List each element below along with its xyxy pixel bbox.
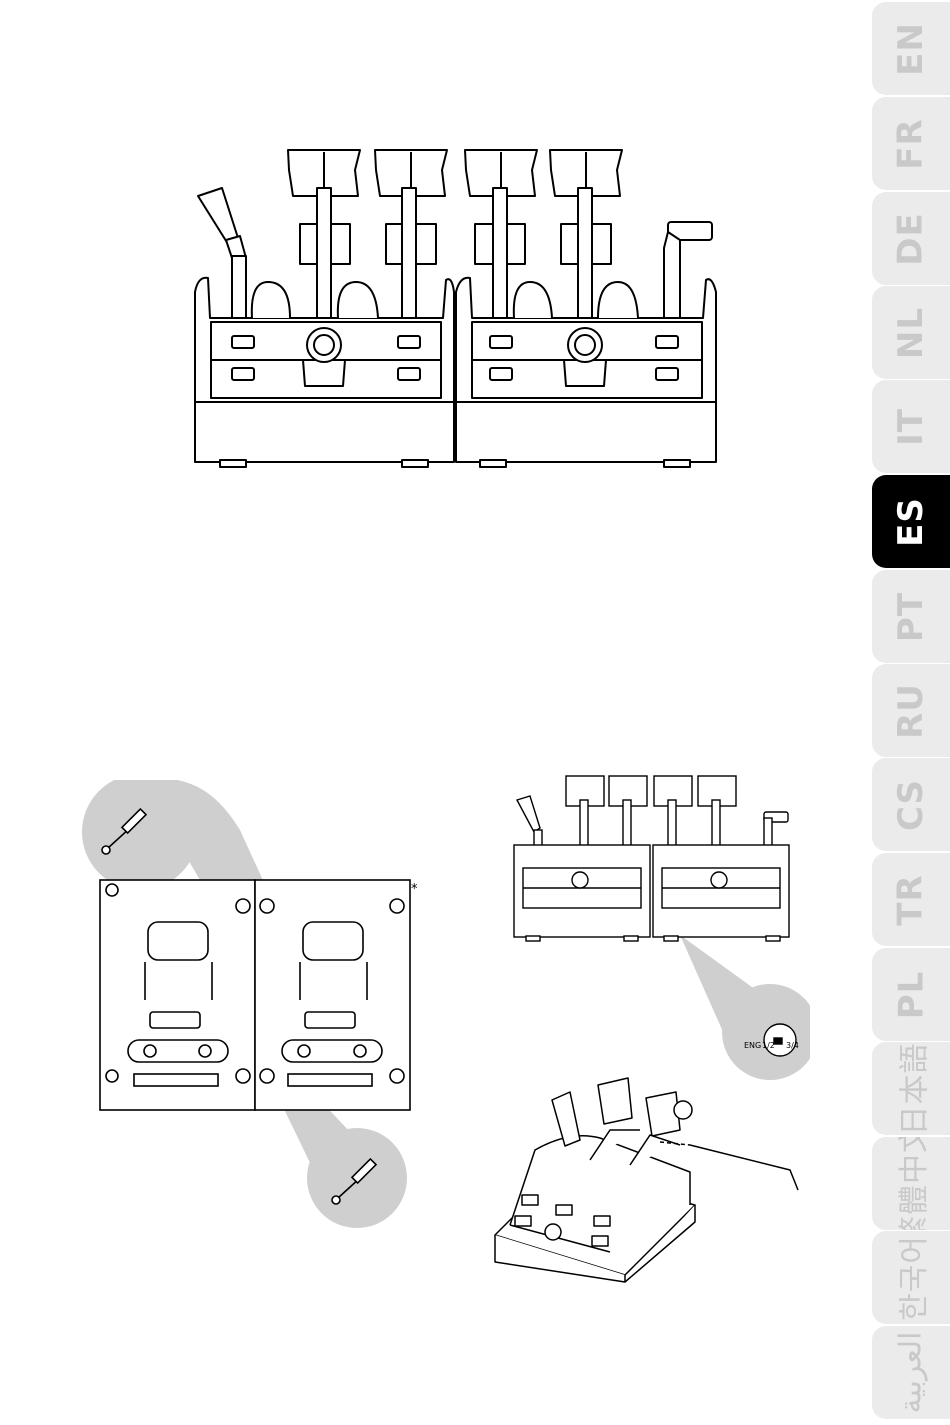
lang-tab-en[interactable]: EN	[872, 2, 950, 95]
lang-tab-it[interactable]: IT	[872, 380, 950, 473]
quadrant-housings	[195, 278, 716, 467]
lang-tab-pl[interactable]: PL	[872, 948, 950, 1041]
isometric-throttle-pin-illustration	[490, 1070, 810, 1285]
language-tabs: EN FR DE NL IT ES PT RU CS TR PL 日本語 繁體中…	[872, 0, 950, 1425]
lang-tab-pt[interactable]: PT	[872, 570, 950, 663]
lang-tab-tr[interactable]: TR	[872, 853, 950, 946]
lang-tab-de[interactable]: DE	[872, 192, 950, 285]
dual-throttle-switch-illustration: ENG 1/2 3/4	[510, 770, 810, 1085]
lang-tab-cs[interactable]: CS	[872, 758, 950, 851]
base-plates	[100, 880, 410, 1110]
lang-tab-zh[interactable]: 繁體中文	[872, 1137, 950, 1230]
lang-tab-label: FR	[891, 118, 931, 169]
bottom-plate-mounting-illustration: *	[78, 780, 428, 1230]
switch-label-eng: ENG	[744, 1041, 761, 1050]
pin-tool	[690, 1145, 798, 1190]
lang-tab-fr[interactable]: FR	[872, 97, 950, 190]
lang-tab-label: EN	[891, 22, 931, 76]
lang-tab-label: 日本語	[889, 1042, 933, 1135]
lang-tab-ja[interactable]: 日本語	[872, 1042, 950, 1135]
lang-tab-ru[interactable]: RU	[872, 664, 950, 757]
lang-tab-label: PL	[891, 970, 931, 1019]
lang-tab-label: RU	[891, 683, 931, 739]
lang-tab-label: ES	[891, 497, 931, 547]
lang-tab-label: CS	[891, 778, 931, 830]
lang-tab-label: NL	[891, 306, 931, 358]
lang-tab-label: 繁體中文	[889, 1137, 933, 1230]
switch-slider	[774, 1038, 782, 1044]
lang-tab-label: TR	[891, 874, 931, 925]
dual-throttle-quadrant-front-illustration	[185, 140, 725, 475]
lang-tab-label: العربية	[894, 1332, 929, 1414]
asterisk-marker: *	[411, 882, 418, 897]
lang-tab-label: PT	[891, 591, 931, 641]
lang-tab-ar[interactable]: العربية	[872, 1326, 950, 1419]
switch-label-left: 1/2	[762, 1041, 775, 1050]
lang-tab-label: IT	[891, 408, 931, 446]
lang-tab-es[interactable]: ES	[872, 475, 950, 568]
switch-label-right: 3/4	[786, 1041, 799, 1050]
lang-tab-nl[interactable]: NL	[872, 286, 950, 379]
lang-tab-ko[interactable]: 한국어	[872, 1231, 950, 1324]
callout-circle-top	[82, 780, 198, 890]
lang-tab-label: DE	[891, 212, 931, 265]
lang-tab-label: 한국어	[889, 1235, 933, 1321]
